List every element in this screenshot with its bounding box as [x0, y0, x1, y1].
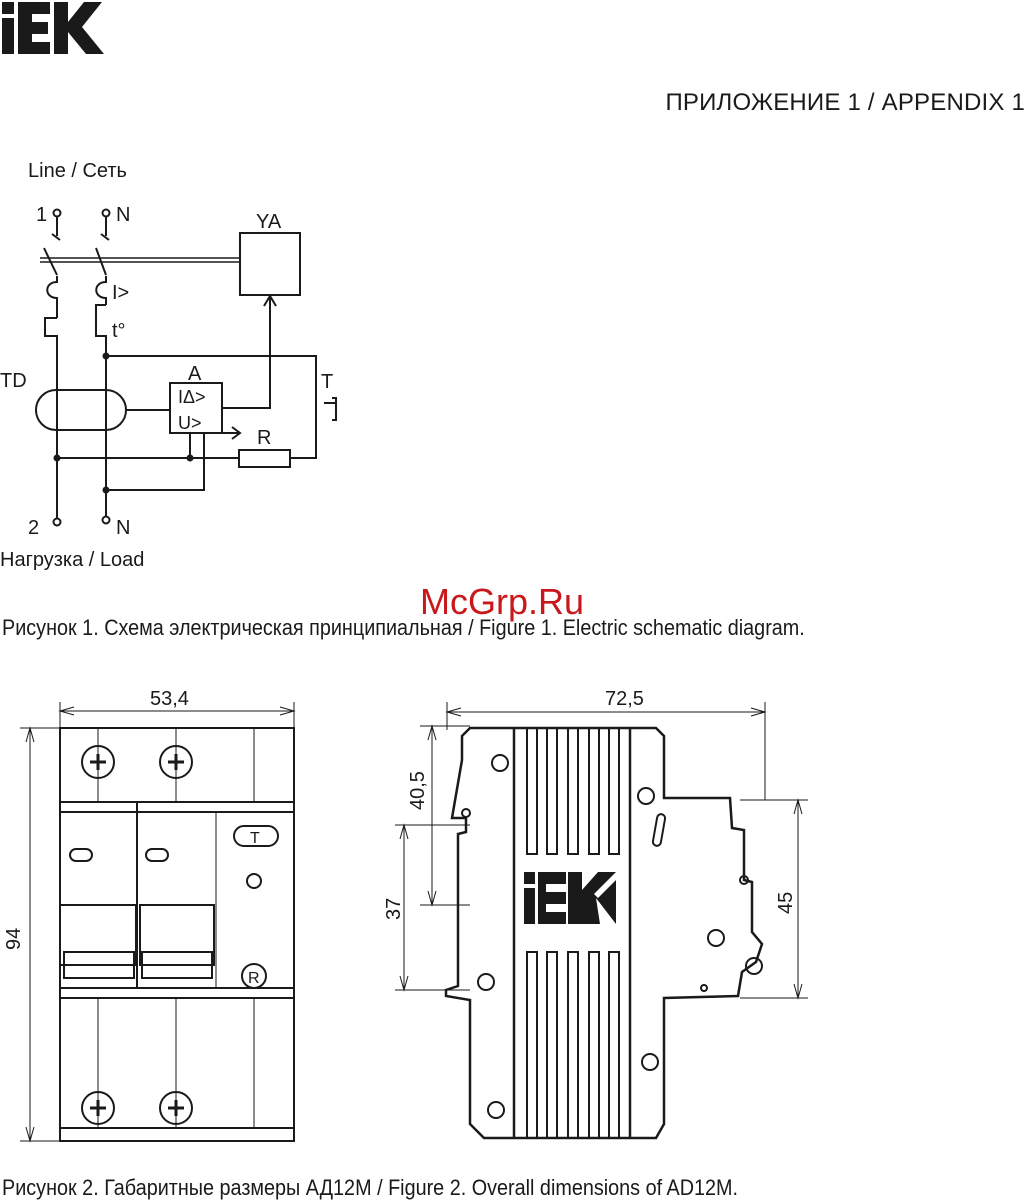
- front-width-label: 53,4: [150, 688, 189, 710]
- figure1-caption: Рисунок 1. Схема электрическая принципиа…: [2, 615, 805, 641]
- figure2-caption: Рисунок 2. Габаритные размеры АД12М / Fi…: [2, 1175, 738, 1201]
- line-label: Line / Сеть: [28, 160, 127, 182]
- overcurrent-label: I>: [112, 282, 129, 304]
- front-view-drawing: 53,4 94 T R: [0, 680, 320, 1150]
- td-label: TD: [0, 370, 27, 392]
- terminal-1: 1: [36, 204, 47, 226]
- side-right-label: 45: [775, 892, 797, 914]
- schematic-diagram: Line / Сеть 1 N YA I> t° TD A IΔ> U> T R…: [0, 150, 360, 580]
- u-label: U>: [178, 413, 202, 433]
- side-width-label: 72,5: [605, 688, 644, 710]
- appendix-title: ПРИЛОЖЕНИЕ 1 / APPENDIX 1: [665, 89, 1025, 117]
- terminal-n-top: N: [116, 204, 130, 226]
- ya-label: YA: [256, 211, 282, 233]
- terminal-n-bottom: N: [116, 517, 130, 539]
- iek-logo: [2, 2, 118, 54]
- side-mid-label: 37: [383, 898, 405, 920]
- idelta-label: IΔ>: [178, 387, 206, 407]
- front-height-label: 94: [3, 928, 25, 950]
- test-label: T: [321, 371, 333, 393]
- side-top-label: 40,5: [407, 771, 429, 810]
- side-view-drawing: 72,5 40,5 37 45: [370, 680, 830, 1150]
- resistor-label: R: [257, 427, 271, 449]
- thermal-label: t°: [112, 320, 126, 342]
- amp-label: A: [188, 363, 202, 385]
- load-label: Нагрузка / Load: [0, 549, 144, 571]
- r-button-label: R: [248, 970, 260, 987]
- terminal-2: 2: [28, 517, 39, 539]
- test-button-label: T: [250, 830, 260, 847]
